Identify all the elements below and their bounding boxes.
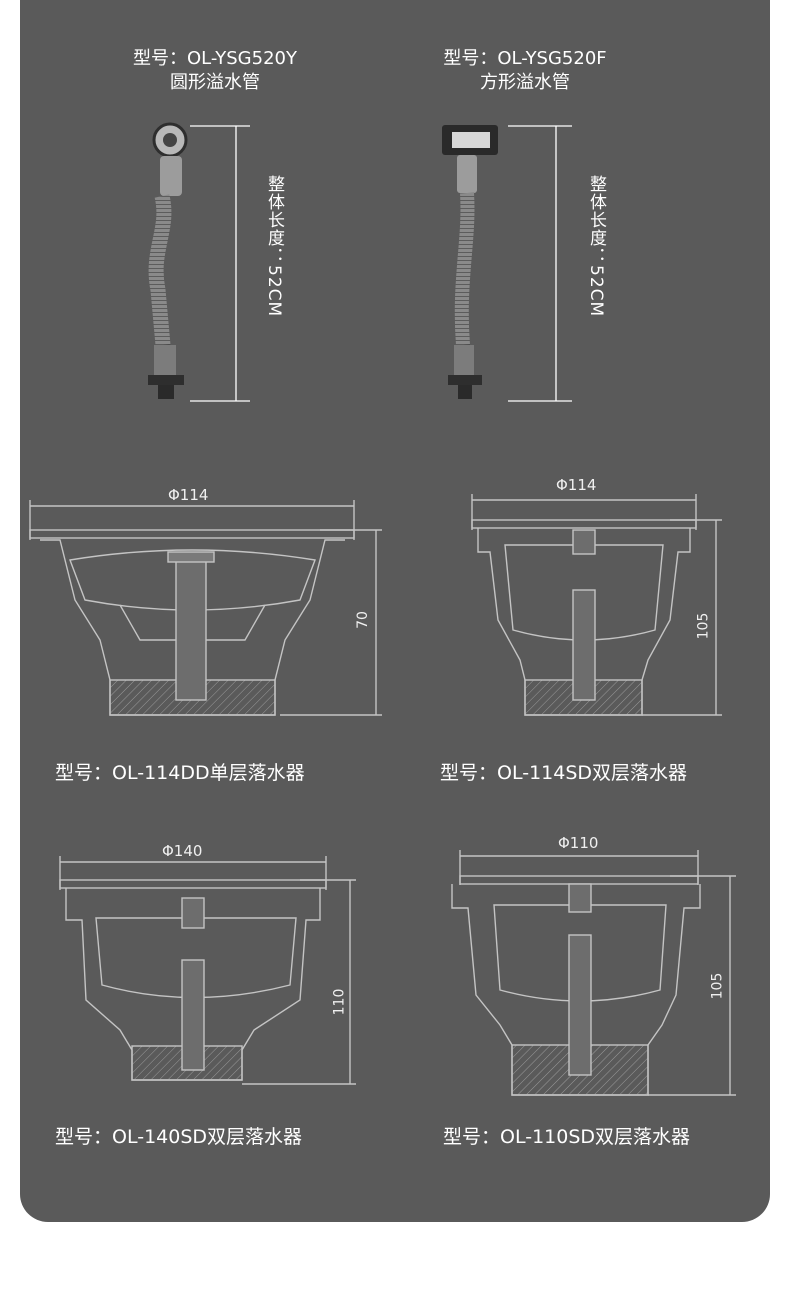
pipe-round-name: 圆形溢水管	[170, 72, 260, 93]
product-panel	[20, 0, 770, 1222]
drain-114dd-drawing	[29, 500, 382, 716]
round-pipe-length: 整体长度：52CM	[264, 175, 284, 318]
drain-110sd-diameter: Φ110	[558, 834, 599, 852]
drain-114sd-drawing	[471, 494, 722, 716]
pipe-round-label: 型号：OL-YSG520Y 圆形溢水管	[100, 47, 330, 95]
square-overflow-pipe	[442, 125, 498, 399]
drain-114sd-diameter: Φ114	[556, 476, 597, 494]
square-pipe-length-dimension	[508, 125, 572, 402]
drain-114sd-caption: 型号：OL-114SD双层落水器	[440, 762, 688, 784]
drain-140sd-height: 110	[331, 988, 348, 1016]
round-pipe-length-dimension	[190, 125, 250, 402]
drain-110sd-height: 105	[709, 972, 726, 1000]
pipe-square-name: 方形溢水管	[480, 72, 570, 93]
pipe-round-model: 型号：OL-YSG520Y	[133, 48, 297, 69]
pipe-square-label: 型号：OL-YSG520F 方形溢水管	[410, 47, 640, 95]
drain-114dd-height: 70	[354, 611, 371, 629]
drain-140sd-diameter: Φ140	[162, 842, 203, 860]
round-overflow-pipe	[148, 122, 188, 399]
drain-140sd-drawing	[59, 856, 356, 1085]
drain-110sd-drawing	[451, 850, 736, 1096]
drain-114dd-diameter: Φ114	[168, 486, 209, 504]
square-pipe-length: 整体长度：52CM	[586, 175, 606, 318]
pipe-square-model: 型号：OL-YSG520F	[443, 48, 607, 69]
drain-140sd-caption: 型号：OL-140SD双层落水器	[55, 1126, 303, 1148]
drain-114sd-height: 105	[695, 612, 712, 640]
drain-110sd-caption: 型号：OL-110SD双层落水器	[443, 1126, 691, 1148]
drain-114dd-caption: 型号：OL-114DD单层落水器	[55, 762, 305, 784]
